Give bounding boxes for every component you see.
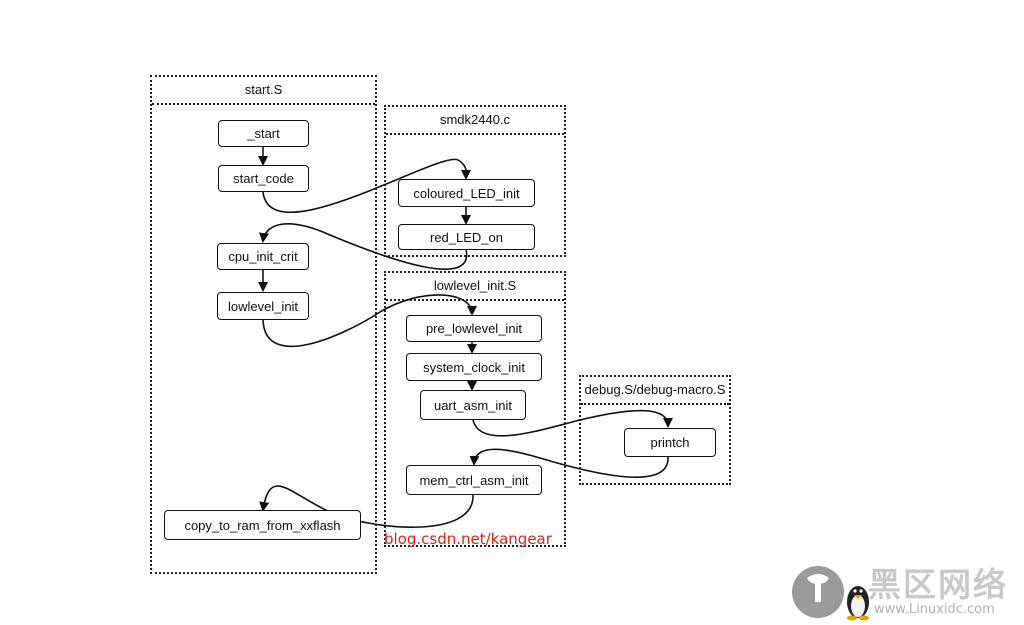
edge-printch-to-mem-ctrl-asm-init <box>469 448 669 478</box>
node-mem-ctrl-asm-init[interactable]: mem_ctrl_asm_init <box>406 465 542 495</box>
group-title-smdk2440-c: smdk2440.c <box>386 107 564 135</box>
node-lowlevel-init[interactable]: lowlevel_init <box>217 292 309 320</box>
watermark-text: blog.csdn.net/kangear <box>384 530 552 548</box>
group-title-debug-s: debug.S/debug-macro.S <box>581 377 729 405</box>
group-smdk2440-c: smdk2440.c <box>384 105 566 257</box>
node-copy-to-ram-from-xxflash[interactable]: copy_to_ram_from_xxflash <box>164 510 361 540</box>
node-red-led-on[interactable]: red_LED_on <box>398 224 535 250</box>
group-start-s: start.S <box>150 75 377 574</box>
node-system-clock-init[interactable]: system_clock_init <box>406 353 542 381</box>
linuxidc-logo: 黑区网络 www.Linuxidc.com <box>790 558 1022 623</box>
node-cpu-init-crit[interactable]: cpu_init_crit <box>217 243 309 270</box>
group-debug-s: debug.S/debug-macro.S <box>579 375 731 485</box>
node-printch[interactable]: printch <box>624 428 716 457</box>
edge-lowlevel-init-to-pre-lowlevel-init <box>262 294 477 348</box>
group-title-start-s: start.S <box>152 77 375 105</box>
group-title-lowlevel-init-s: lowlevel_init.S <box>386 273 564 301</box>
group-lowlevel-init-s: lowlevel_init.S <box>384 271 566 547</box>
tux-icon <box>792 566 869 621</box>
node-coloured-led-init[interactable]: coloured_LED_init <box>398 179 535 207</box>
logo-site-url: www.Linuxidc.com <box>874 602 995 617</box>
edge-start-code-to-coloured-led-init <box>262 158 472 214</box>
logo-brand-cn: 黑区网络 <box>868 565 1008 604</box>
node-start-code[interactable]: start_code <box>218 165 309 192</box>
node-uart-asm-init[interactable]: uart_asm_init <box>420 390 526 420</box>
edge-red-led-on-to-cpu-init-crit <box>259 223 468 270</box>
node-pre-lowlevel-init[interactable]: pre_lowlevel_init <box>406 315 542 342</box>
edge-uart-asm-init-to-printch <box>472 409 673 437</box>
node-start[interactable]: _start <box>218 120 309 147</box>
